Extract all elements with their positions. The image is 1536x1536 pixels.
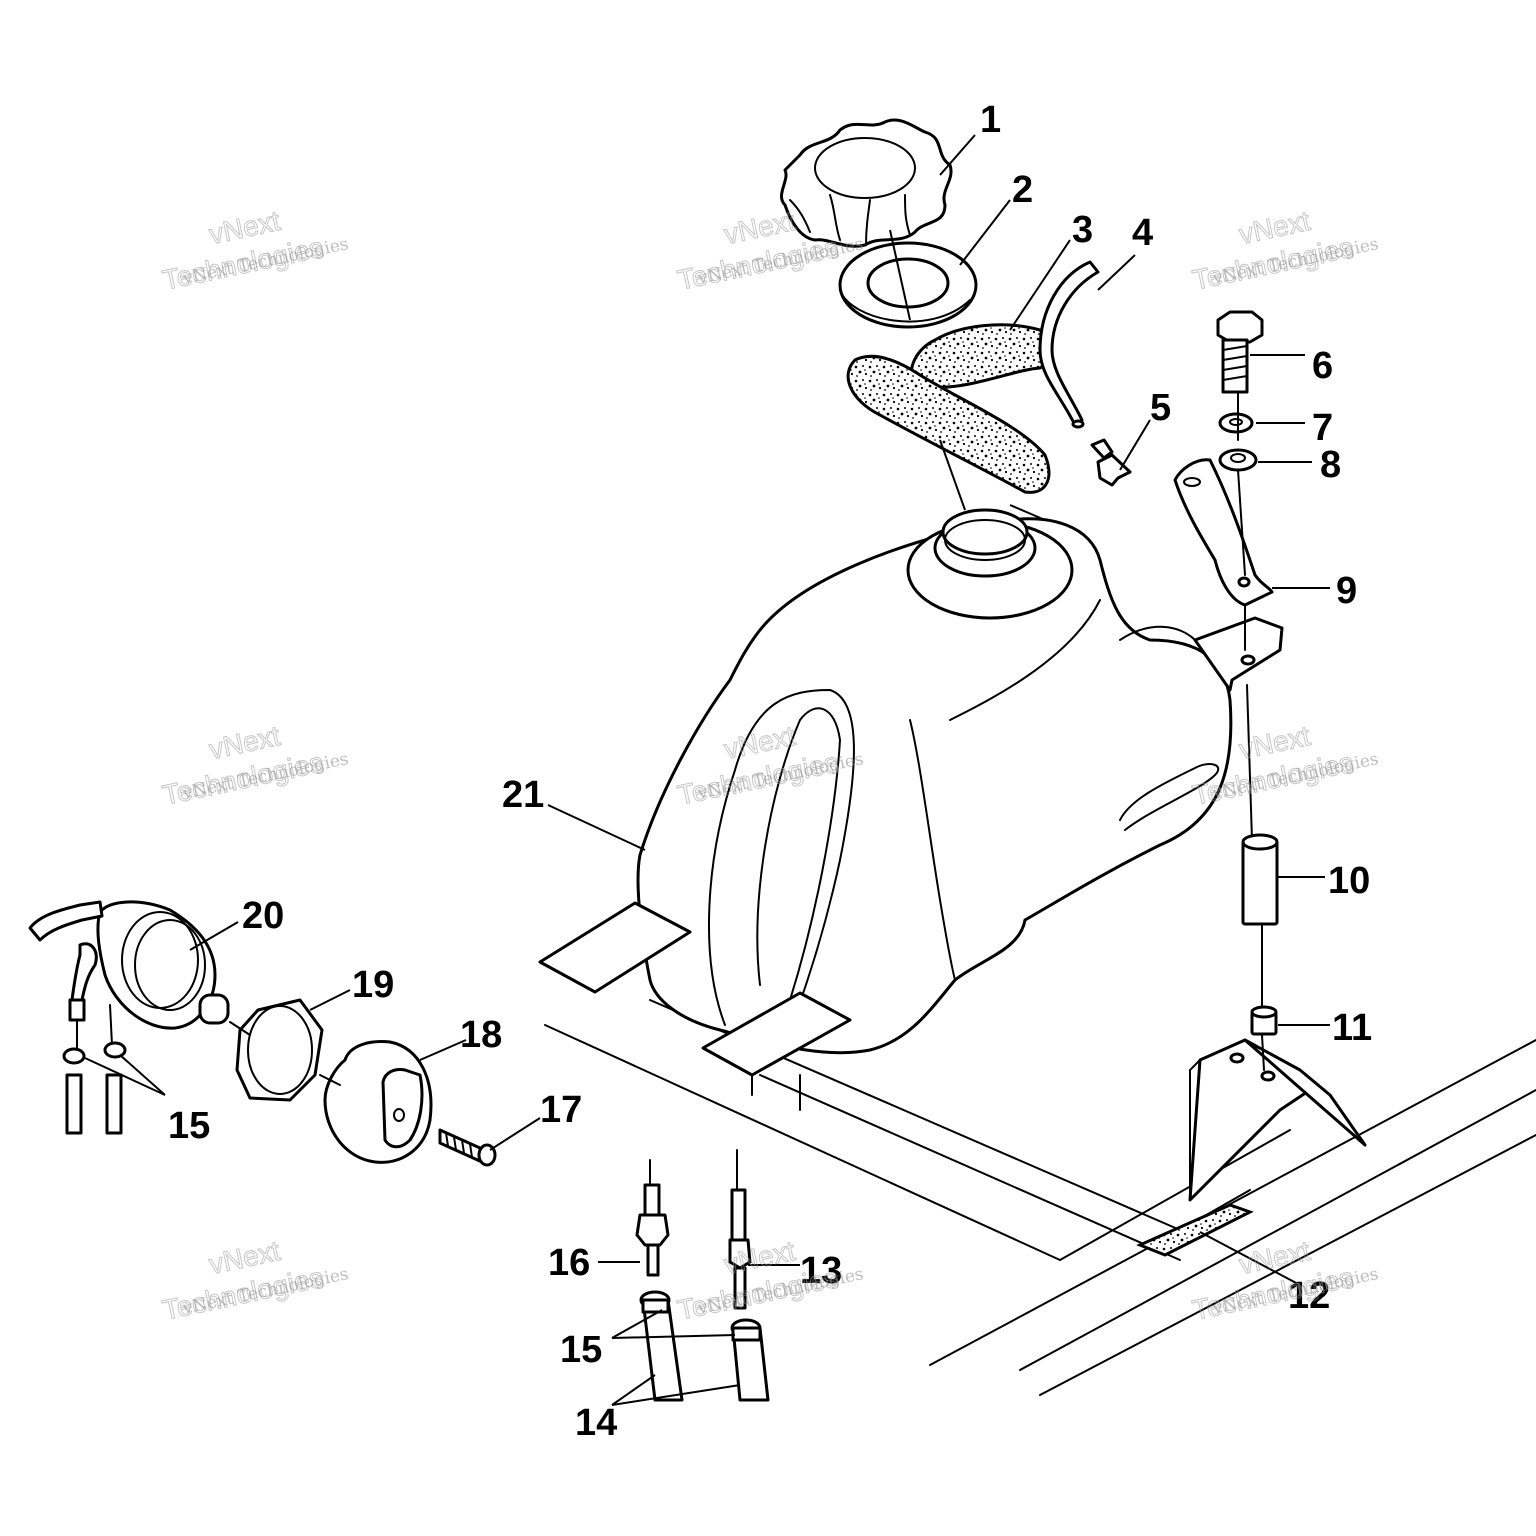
tank-pad-right xyxy=(701,991,852,1077)
washer-small xyxy=(1218,412,1254,434)
callout-15-bottom: 15 xyxy=(560,1329,602,1371)
callout-19: 19 xyxy=(352,964,394,1006)
fuel-cap-gasket xyxy=(838,241,978,329)
spacer-tube xyxy=(1241,833,1279,926)
callout-10: 10 xyxy=(1328,860,1370,902)
callout-8: 8 xyxy=(1320,444,1341,486)
watermark: vNext vNext Technologies Technologies xyxy=(674,1234,865,1326)
callout-3: 3 xyxy=(1072,209,1093,251)
fuel-hoses xyxy=(641,1298,770,1402)
fuel-fitting-left xyxy=(635,1159,670,1277)
vent-fitting xyxy=(1090,438,1132,487)
washer-large xyxy=(1218,448,1258,472)
leader-lines xyxy=(84,134,1330,1406)
callout-21: 21 xyxy=(502,774,544,816)
fuel-filter xyxy=(28,900,230,1051)
callout-11: 11 xyxy=(1332,1007,1372,1049)
hex-nut xyxy=(235,998,324,1102)
hose-clamps-bottom xyxy=(639,1290,762,1342)
watermark: vNext vNext Technologies Technologies xyxy=(159,1234,350,1326)
mounting-bolt xyxy=(1216,310,1264,394)
tank-bracket xyxy=(1173,458,1274,607)
hose-clamps-left xyxy=(62,1041,127,1135)
callout-9: 9 xyxy=(1336,570,1357,612)
callout-14: 14 xyxy=(575,1402,617,1444)
mounting-screw xyxy=(438,1128,497,1167)
callout-labels: 1 2 3 4 5 6 7 8 9 10 11 12 13 14 15 15 1… xyxy=(168,99,1372,1444)
callout-16: 16 xyxy=(548,1242,590,1284)
callout-13: 13 xyxy=(800,1250,842,1292)
callout-2: 2 xyxy=(1012,169,1033,211)
callout-18: 18 xyxy=(460,1014,502,1056)
callout-4: 4 xyxy=(1132,212,1153,254)
filter-mount-cup xyxy=(323,1040,433,1164)
frame-mount-bracket xyxy=(1188,1038,1367,1202)
watermark: vNext vNext Technologies Technologies xyxy=(159,204,350,296)
frame-pad xyxy=(1136,1203,1254,1257)
bushing xyxy=(1250,1005,1278,1036)
fuel-cap xyxy=(779,118,953,248)
callout-12: 12 xyxy=(1288,1275,1330,1317)
callout-1: 1 xyxy=(980,99,1001,141)
callout-5: 5 xyxy=(1150,387,1171,429)
callout-7: 7 xyxy=(1312,407,1333,449)
vent-hose xyxy=(1038,260,1100,429)
watermark: vNext vNext Technologies Technologies xyxy=(1189,204,1380,296)
fuel-tank xyxy=(538,508,1284,1111)
tank-pad-left xyxy=(538,901,692,994)
fuel-fitting-right xyxy=(728,1149,752,1310)
callout-6: 6 xyxy=(1312,345,1333,387)
watermark: vNext vNext Technologies Technologies xyxy=(159,719,350,811)
foam-strips xyxy=(846,323,1051,494)
callout-15-left: 15 xyxy=(168,1105,210,1147)
callout-20: 20 xyxy=(242,895,284,937)
callout-17: 17 xyxy=(540,1089,582,1131)
